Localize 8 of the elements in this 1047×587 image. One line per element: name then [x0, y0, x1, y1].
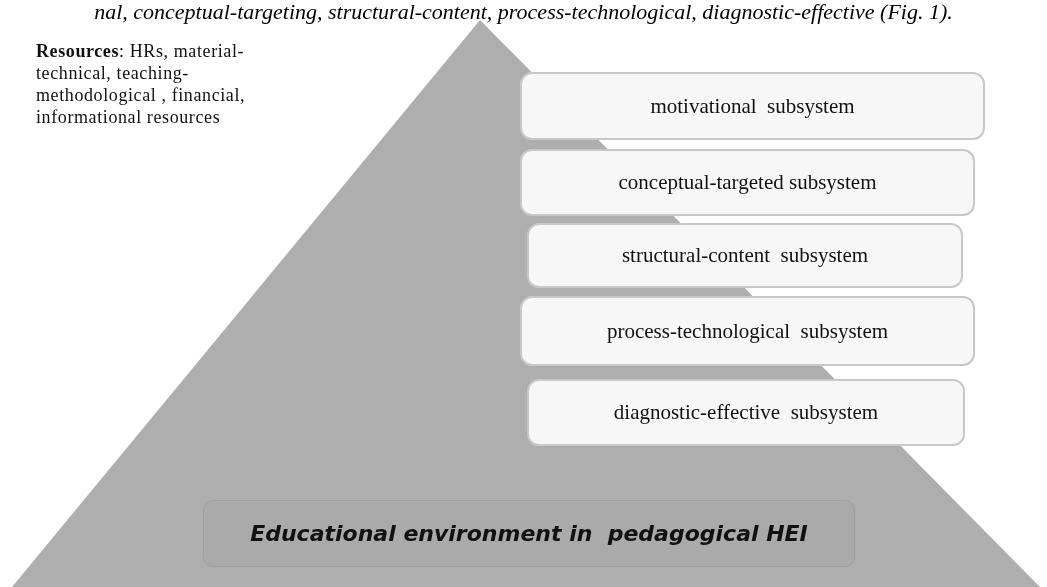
subsystem-box: structural-content subsystem [527, 223, 963, 288]
subsystem-box: conceptual-targeted subsystem [520, 149, 975, 216]
subsystem-box: process-technological subsystem [520, 296, 975, 366]
subsystem-box: motivational subsystem [520, 72, 985, 140]
subsystem-box: diagnostic-effective subsystem [527, 379, 965, 446]
environment-box: Educational environment in pedagogical HEI [203, 500, 855, 567]
caption-text: nal, conceptual-targeting, structural-content, process-technological, diagnostic-effective (Fig. 1). [93, 0, 954, 24]
resources-note: Resources: HRs, material-technical, teaching-methodological , financial, informational resources [36, 40, 247, 128]
